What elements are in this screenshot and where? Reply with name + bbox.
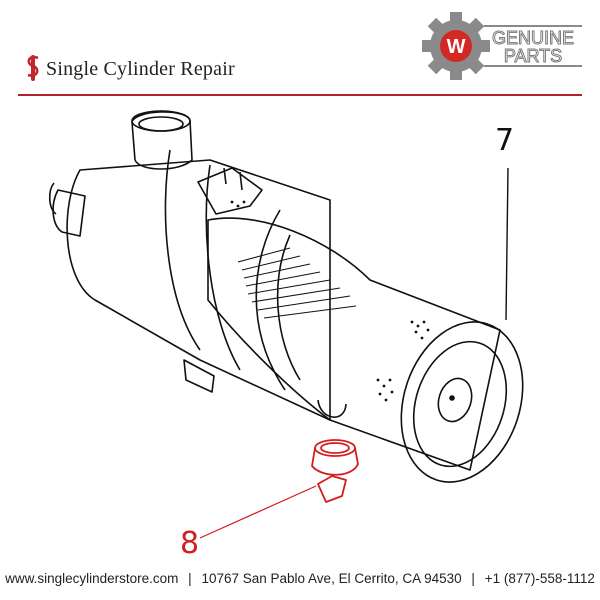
leader-7 <box>505 167 509 321</box>
badge-line2: PARTS <box>504 46 562 66</box>
end-cap <box>400 321 524 483</box>
clamp-top <box>197 167 263 215</box>
badge-mark: W <box>447 36 466 58</box>
hatch-band <box>237 247 357 319</box>
header-divider <box>18 94 582 96</box>
leader-8 <box>199 485 317 539</box>
mounting-band <box>183 359 215 393</box>
callout-8: 8 <box>180 526 200 561</box>
footer-phone[interactable]: +1 (877)-558-1112 <box>484 571 595 586</box>
footer: www.singlecylinderstore.com | 10767 San … <box>0 571 600 586</box>
housing-body <box>66 159 331 421</box>
filter-cover <box>207 217 501 471</box>
genuine-parts-badge: W GENUINE PARTS <box>420 10 586 82</box>
brand[interactable]: Single Cylinder Repair <box>24 52 235 87</box>
parts-diagram <box>0 100 600 570</box>
dust-valve-part-8 <box>199 439 359 539</box>
badge-line1: GENUINE <box>492 28 574 48</box>
footer-separator: | <box>471 571 475 586</box>
stipple <box>230 200 430 402</box>
inlet-nozzle <box>52 189 86 237</box>
brand-title: Single Cylinder Repair <box>46 58 235 80</box>
footer-separator: | <box>188 571 192 586</box>
callout-7: 7 <box>495 123 515 158</box>
page-header: Single Cylinder Repair <box>0 0 600 96</box>
sc-monogram-icon <box>24 52 42 87</box>
air-cleaner-drawing <box>48 110 524 539</box>
outlet-pipe <box>131 111 193 170</box>
footer-address: 10767 San Pablo Ave, El Cerrito, CA 9453… <box>201 571 462 586</box>
footer-website[interactable]: www.singlecylinderstore.com <box>5 571 179 586</box>
